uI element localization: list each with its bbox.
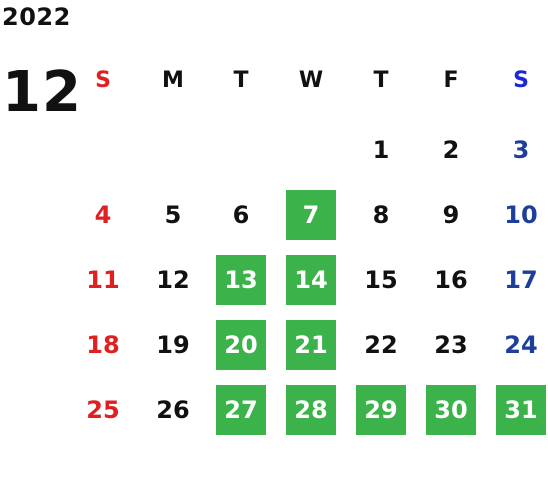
calendar-day: 25 [86, 396, 120, 424]
calendar-week-row: 1 2 3 [68, 125, 548, 175]
calendar-day: 10 [504, 201, 538, 229]
weekday-header-row: S M T W T F S [68, 56, 548, 106]
calendar-day: 19 [156, 331, 190, 359]
calendar-day: 22 [364, 331, 398, 359]
calendar-day-highlighted: 29 [356, 385, 406, 435]
calendar-month: 12 [2, 60, 82, 125]
calendar-day: 5 [164, 201, 182, 229]
calendar-week-row: 25 26 27 28 29 30 31 [68, 385, 548, 435]
calendar-day-highlighted: 20 [216, 320, 266, 370]
weekday-sunday: S [95, 68, 111, 93]
calendar-day-highlighted: 30 [426, 385, 476, 435]
weekday-saturday: S [513, 68, 529, 93]
calendar-day-highlighted: 21 [286, 320, 336, 370]
calendar-week-row: 4 5 6 7 8 9 10 [68, 190, 548, 240]
calendar-day-highlighted: 13 [216, 255, 266, 305]
calendar-day: 4 [94, 201, 112, 229]
weekday-friday: F [443, 68, 459, 93]
calendar-day: 26 [156, 396, 190, 424]
calendar-day-highlighted: 14 [286, 255, 336, 305]
weekday-monday: M [162, 68, 184, 93]
weekday-wednesday: W [298, 68, 324, 93]
calendar-day-highlighted: 28 [286, 385, 336, 435]
calendar-day: 2 [442, 136, 460, 164]
calendar-year: 2022 [2, 3, 71, 31]
weekday-thursday: T [373, 68, 389, 93]
calendar-day: 18 [86, 331, 120, 359]
weekday-tuesday: T [233, 68, 249, 93]
calendar-day: 9 [442, 201, 460, 229]
calendar-day-highlighted: 31 [496, 385, 546, 435]
calendar-day: 24 [504, 331, 538, 359]
calendar-day: 17 [504, 266, 538, 294]
calendar-day-highlighted: 27 [216, 385, 266, 435]
calendar-day: 1 [372, 136, 390, 164]
calendar-week-row: 18 19 20 21 22 23 24 [68, 320, 548, 370]
calendar-day: 6 [232, 201, 250, 229]
calendar-day: 12 [156, 266, 190, 294]
calendar-day-highlighted: 7 [286, 190, 336, 240]
calendar-day: 23 [434, 331, 468, 359]
calendar-day: 3 [512, 136, 530, 164]
calendar-day: 16 [434, 266, 468, 294]
calendar-week-row: 11 12 13 14 15 16 17 [68, 255, 548, 305]
calendar-day: 8 [372, 201, 390, 229]
calendar-day: 11 [86, 266, 120, 294]
calendar-day: 15 [364, 266, 398, 294]
